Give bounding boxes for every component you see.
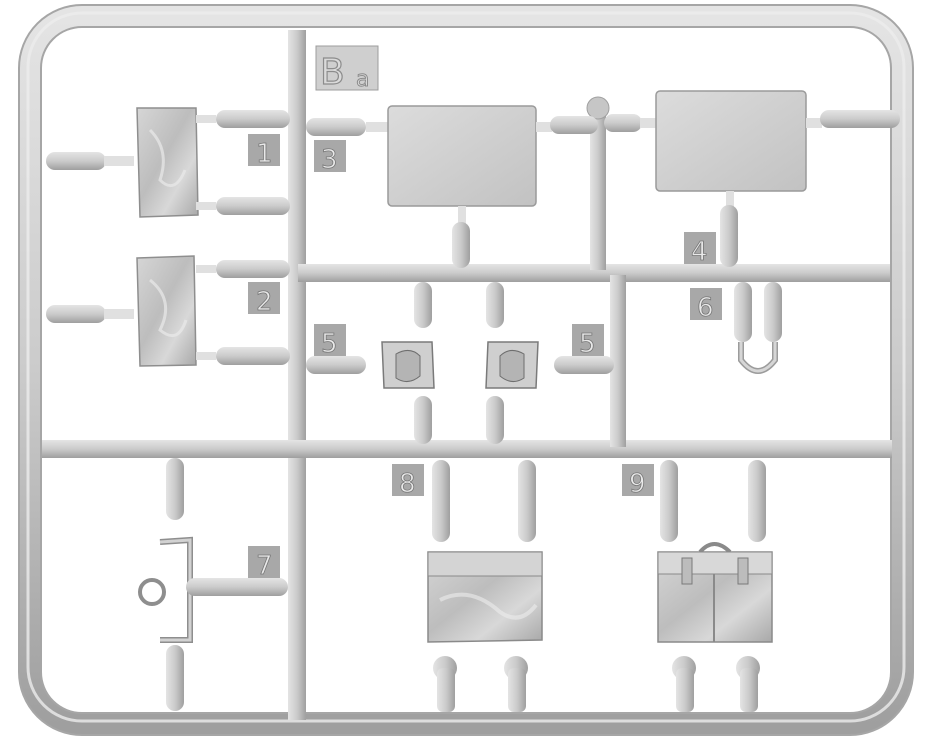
part-1-bag xyxy=(46,107,290,218)
part-6-loop xyxy=(734,282,782,374)
part-number-6: 6 xyxy=(697,293,714,323)
part-7-buckle xyxy=(138,458,288,711)
outer-frame xyxy=(18,4,914,736)
part-number-4: 4 xyxy=(691,237,708,267)
part-number-3: 3 xyxy=(321,145,338,175)
sprue-id-letter: B xyxy=(320,52,345,93)
part-9-pouch xyxy=(657,460,773,712)
part-number-2: 2 xyxy=(256,287,273,317)
part-number-5-left: 5 xyxy=(321,329,338,359)
number-tags: 1 2 3 4 5 5 6 7 8 9 xyxy=(248,134,722,581)
part-4-panel xyxy=(604,90,900,267)
part-number-7: 7 xyxy=(256,551,273,581)
internal-runners xyxy=(42,30,892,720)
part-8-bag xyxy=(427,460,543,712)
part-2-bag xyxy=(46,255,290,367)
part-3-panel xyxy=(306,105,598,268)
part-number-1: 1 xyxy=(256,139,273,169)
part-5-clips xyxy=(306,282,614,444)
sprue-id-tag: B a xyxy=(315,45,379,94)
part-number-8: 8 xyxy=(399,469,416,499)
sprue-id-sub: a xyxy=(356,67,369,92)
part-number-9: 9 xyxy=(629,469,646,499)
part-number-5-right: 5 xyxy=(579,329,596,359)
